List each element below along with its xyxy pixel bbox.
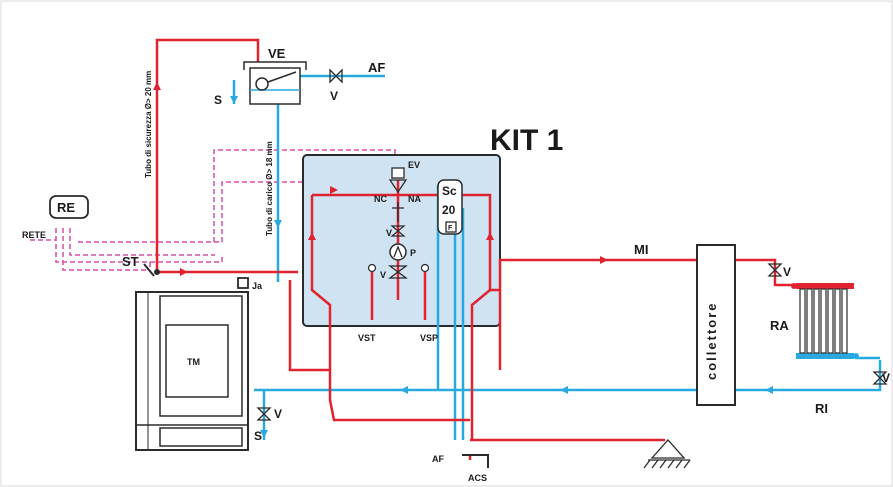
gauge-right-icon [420, 263, 430, 273]
label-mi: MI [634, 242, 648, 257]
label-af-bottom: AF [432, 454, 444, 464]
flow-pipe-kit-leftout [288, 280, 330, 372]
label-collettore: collettore [704, 301, 719, 380]
label-v-ra-bottom: V [882, 371, 890, 385]
valve-kit-1-icon [390, 225, 406, 237]
flow-arrow-6 [330, 186, 338, 194]
label-tubo-carico: Tubo di carico Ø> 18 mm [265, 141, 274, 236]
ground-symbol-icon [643, 439, 691, 469]
boiler [135, 291, 249, 451]
st-sensor-icon [143, 263, 160, 277]
ja-thermometer-icon [237, 277, 249, 289]
label-na: NA [408, 194, 421, 204]
label-sc-num: 20 [442, 203, 456, 217]
flow-arrow-2 [600, 256, 608, 264]
flow-arrows [153, 82, 608, 276]
label-s-top: S [214, 93, 222, 107]
signal-line-re-3 [55, 228, 223, 263]
flow-arrow-4 [308, 232, 316, 240]
valve-af-icon [329, 68, 343, 84]
label-rete: RETE [22, 230, 46, 240]
acs-tap-icon [470, 454, 489, 468]
label-sc: Sc [442, 184, 457, 198]
re-controller-box [49, 195, 89, 219]
radiator [791, 283, 859, 359]
boiler-door [165, 324, 229, 398]
flow-pipe-mi [498, 258, 697, 370]
return-arrow-5 [230, 96, 238, 104]
pump-arrow [393, 245, 403, 258]
return-arrow-4 [274, 220, 282, 228]
return-arrow-2 [560, 386, 568, 394]
label-p: P [410, 248, 416, 258]
label-re: RE [57, 200, 75, 215]
label-tm: TM [187, 357, 200, 367]
radiator-top-header [796, 283, 854, 289]
label-v-kit2: V [380, 270, 386, 280]
radiator-inlet [791, 283, 797, 289]
ev-valve-seat [388, 179, 408, 194]
float-arm [267, 71, 297, 83]
label-ja: Ja [252, 281, 263, 291]
radiator-fins [799, 288, 848, 354]
boiler-ash-drawer [159, 427, 243, 447]
label-ri: RI [815, 401, 828, 416]
label-nc: NC [374, 194, 387, 204]
flow-pipe-ra-in [735, 258, 795, 287]
signal-line-re-1 [69, 228, 215, 256]
label-af-top: AF [368, 60, 385, 75]
label-ve: VE [268, 46, 286, 61]
return-arrow-1 [400, 386, 408, 394]
label-st: ST [122, 254, 139, 269]
flow-arrow-3 [153, 82, 161, 90]
label-vsp: VSP [420, 333, 438, 343]
radiator-bottom-header [796, 353, 854, 359]
label-v-kit1: V [386, 228, 392, 238]
radiator-outlet [853, 353, 859, 359]
boiler-body [135, 291, 249, 451]
label-v-boiler: V [274, 407, 282, 421]
valve-boiler-drain-icon [256, 407, 272, 421]
collector-box [696, 244, 736, 406]
label-ev: EV [408, 160, 420, 170]
flow-pipe-safety [155, 38, 260, 272]
three-way-valve-icon [388, 265, 408, 279]
flow-pipe-kit-left [310, 195, 470, 422]
kit-components [367, 167, 463, 279]
return-arrow-3 [765, 386, 773, 394]
flow-arrow-5 [486, 232, 494, 240]
valve-ra-bottom-icon [872, 371, 888, 385]
return-arrow-6 [260, 430, 268, 438]
label-vst: VST [358, 333, 376, 343]
ev-valve-icon [391, 167, 405, 179]
label-v-top: V [330, 89, 338, 103]
expansion-vessel [243, 61, 307, 105]
label-v-ra-top: V [783, 265, 791, 279]
label-tubo-sicurezza: Tubo di sicurezza Ø> 20 mm [144, 71, 153, 178]
label-s-boiler: S [254, 429, 262, 443]
return-pipe-ri [735, 360, 882, 392]
signal-line-kit [78, 181, 340, 243]
gauge-left-icon [367, 263, 377, 273]
label-acs: ACS [468, 473, 487, 483]
check-valve-icon [392, 202, 404, 222]
flow-arrow-1 [180, 268, 188, 276]
label-f: F [448, 225, 453, 232]
float-ball-icon [255, 77, 269, 91]
f-filter-icon [445, 221, 457, 233]
valve-ra-top-icon [767, 263, 783, 277]
kit-title: KIT 1 [490, 124, 563, 157]
valve-af-body [329, 68, 343, 84]
expansion-vessel-lid [243, 61, 307, 70]
return-arrows [230, 96, 773, 438]
label-ra: RA [770, 318, 789, 333]
boiler-front-panel [159, 295, 243, 417]
sc-exchanger [437, 179, 463, 235]
signal-line-re-st [62, 228, 150, 271]
